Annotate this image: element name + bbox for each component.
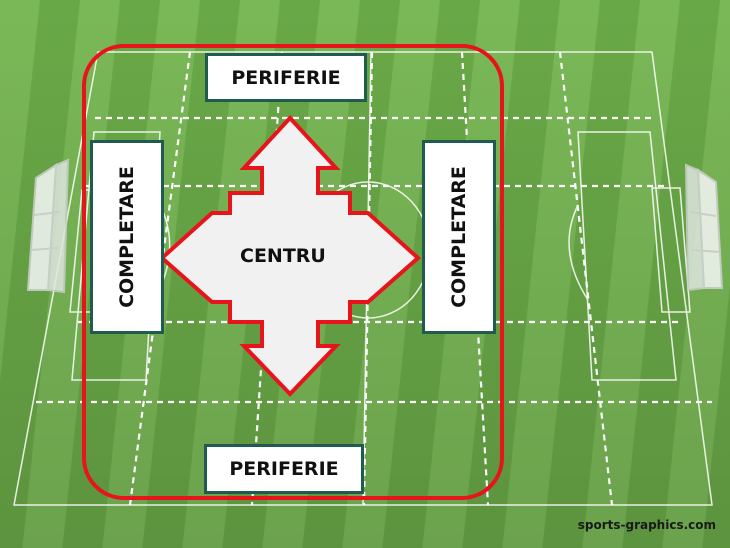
zone-grid bbox=[36, 51, 712, 506]
right-goal bbox=[684, 163, 724, 292]
completare-left-box: COMPLETARE bbox=[90, 140, 164, 334]
right-goal-area bbox=[651, 187, 691, 313]
left-goal bbox=[26, 158, 70, 294]
periferie-bottom-label: PERIFERIE bbox=[229, 458, 339, 480]
four-way-arrow bbox=[158, 115, 422, 397]
periferie-top-box: PERIFERIE bbox=[205, 53, 367, 102]
completare-left-label: COMPLETARE bbox=[116, 166, 139, 308]
watermark-text: sports-graphics.com bbox=[577, 518, 716, 532]
completare-right-label: COMPLETARE bbox=[448, 166, 471, 308]
periferie-bottom-box: PERIFERIE bbox=[204, 444, 364, 494]
periferie-top-label: PERIFERIE bbox=[231, 66, 341, 89]
right-penalty-arc bbox=[568, 204, 589, 301]
touchline bbox=[13, 51, 713, 506]
centru-label: CENTRU bbox=[240, 245, 326, 267]
completare-right-box: COMPLETARE bbox=[422, 140, 496, 334]
periphery-frame bbox=[82, 44, 504, 500]
